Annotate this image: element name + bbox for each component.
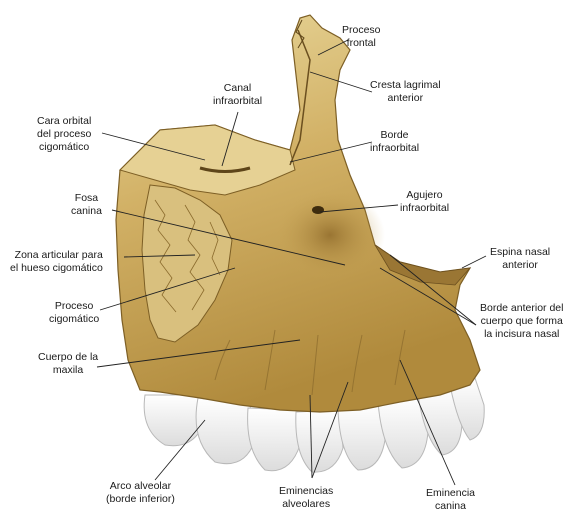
canine-fossa — [275, 190, 385, 280]
label-proceso-frontal: Proceso frontal — [342, 24, 381, 50]
label-proceso-cigomatico: Proceso cigomático — [49, 300, 99, 326]
label-zona-articular: Zona articular para el hueso cigomático — [10, 249, 103, 275]
label-espina-nasal: Espina nasal anterior — [490, 246, 550, 272]
infraorbital-foramen — [312, 206, 324, 214]
label-arco-alveolar: Arco alveolar (borde inferior) — [106, 480, 175, 506]
label-fosa-canina: Fosa canina — [71, 192, 102, 218]
label-borde-anterior: Borde anterior del cuerpo que forma la i… — [480, 302, 563, 341]
label-canal-infraorbital: Canal infraorbital — [213, 82, 262, 108]
label-borde-infraorbital: Borde infraorbital — [370, 129, 419, 155]
label-eminencias-alveolares: Eminencias alveolares — [279, 485, 333, 511]
label-cresta-lagrimal: Cresta lagrimal anterior — [370, 79, 441, 105]
label-eminencia-canina: Eminencia canina — [426, 487, 475, 513]
label-agujero-infraorbital: Agujero infraorbital — [400, 189, 449, 215]
label-cara-orbital: Cara orbital del proceso cigomático — [37, 115, 91, 154]
label-cuerpo-maxila: Cuerpo de la maxila — [38, 351, 98, 377]
